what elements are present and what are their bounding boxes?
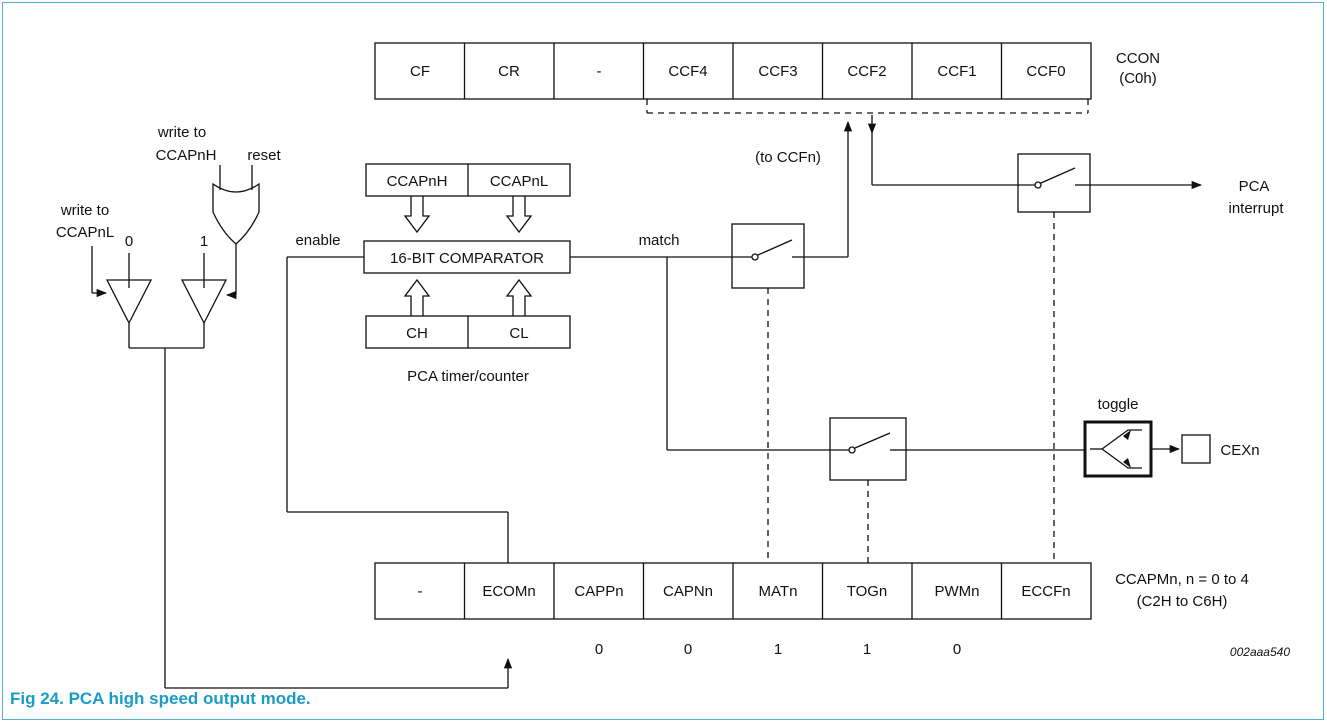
timer-label: PCA timer/counter xyxy=(407,368,529,385)
ccapnh-reg: CCAPnH xyxy=(387,173,448,190)
ccon-bit: CCF1 xyxy=(937,63,976,80)
label-toggle: toggle xyxy=(1098,396,1139,413)
ccapm-bit: CAPPn xyxy=(574,583,623,600)
capture-registers: CCAPnH CCAPnL xyxy=(365,163,571,197)
label-write-low: write to xyxy=(60,202,109,219)
ccapm-bit: - xyxy=(418,583,423,600)
bit-value: 1 xyxy=(774,641,782,658)
ccapm-addr: (C2H to C6H) xyxy=(1137,593,1228,610)
label-write-high: write to xyxy=(157,124,206,141)
ccon-name: CCON xyxy=(1116,50,1160,67)
label-pca: PCA xyxy=(1239,178,1270,195)
bit-value: 0 xyxy=(953,641,961,658)
toggle-block xyxy=(1083,420,1153,478)
ccon-addr: (C0h) xyxy=(1119,70,1157,87)
ccon-bit: CCF3 xyxy=(758,63,797,80)
figure-caption: Fig 24. PCA high speed output mode. xyxy=(10,689,311,708)
cl-reg: CL xyxy=(509,325,528,342)
ccapm-bit: ECOMn xyxy=(482,583,535,600)
figure-id: 002aaa540 xyxy=(1230,645,1290,659)
ccapm-bit: PWMn xyxy=(935,583,980,600)
label-match: match xyxy=(639,232,680,249)
ccon-bit: - xyxy=(597,63,602,80)
ccon-bit: CR xyxy=(498,63,520,80)
ccapm-bit: ECCFn xyxy=(1021,583,1070,600)
bit-value: 0 xyxy=(684,641,692,658)
ccapm-bit: TOGn xyxy=(847,583,888,600)
ccon-register: CF CR - CCF4 CCF3 CCF2 CCF1 CCF0 xyxy=(374,42,1092,100)
ccapm-bit: CAPNn xyxy=(663,583,713,600)
bit-value: 0 xyxy=(595,641,603,658)
label-interrupt: interrupt xyxy=(1228,200,1284,217)
or-gate xyxy=(212,182,260,245)
ccapm-bit: MATn xyxy=(759,583,798,600)
ccon-bit: CCF4 xyxy=(668,63,707,80)
ccon-bit: CF xyxy=(410,63,430,80)
timer-registers: CH CL xyxy=(365,315,571,349)
toggle-switch xyxy=(829,417,907,481)
ccapnl-reg: CCAPnL xyxy=(490,173,548,190)
label-to-ccfn: (to CCFn) xyxy=(755,149,821,166)
label-zero: 0 xyxy=(125,233,133,250)
interrupt-switch xyxy=(1017,153,1091,213)
ccon-bit: CCF0 xyxy=(1026,63,1065,80)
label-ccapnh: CCAPnH xyxy=(156,147,217,164)
ccapm-register: - ECOMn CAPPn CAPNn MATn TOGn PWMn ECCFn xyxy=(374,562,1092,620)
label-enable: enable xyxy=(295,232,340,249)
ccon-bit: CCF2 xyxy=(847,63,886,80)
label-one: 1 xyxy=(200,233,208,250)
ccapm-name: CCAPMn, n = 0 to 4 xyxy=(1115,571,1249,588)
label-reset: reset xyxy=(247,147,281,164)
label-ccapnl: CCAPnL xyxy=(56,224,114,241)
bit-value: 1 xyxy=(863,641,871,658)
match-switch xyxy=(731,223,805,289)
comparator-box xyxy=(363,240,571,274)
comparator-label: 16-BIT COMPARATOR xyxy=(390,250,544,267)
ch-reg: CH xyxy=(406,325,428,342)
cexn-pin xyxy=(1181,434,1211,464)
label-cexn: CEXn xyxy=(1220,442,1259,459)
ccf-bus xyxy=(646,99,1089,114)
